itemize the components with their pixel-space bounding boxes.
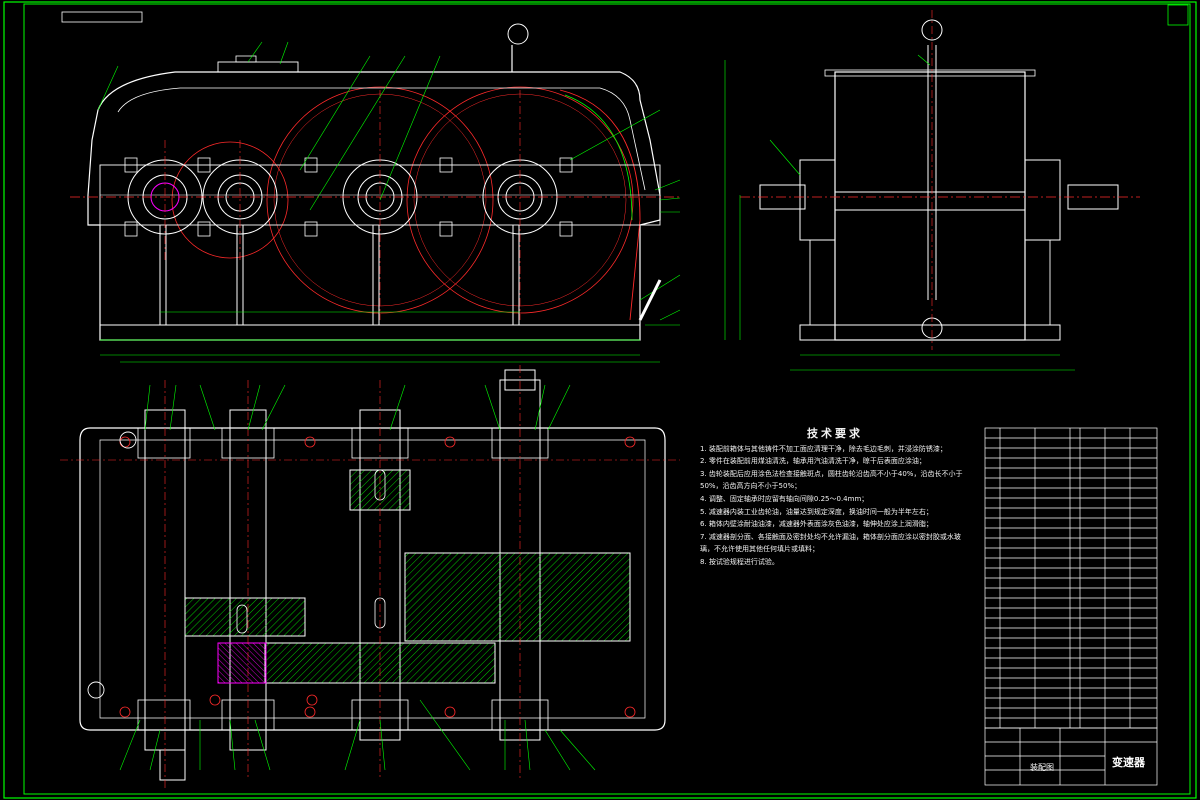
note-4: 4. 调整、固定轴承时应留有轴向间隙0.25～0.4mm； — [700, 494, 869, 503]
inner-frame — [23, 3, 1191, 795]
outer-frame — [3, 1, 1197, 799]
title-block — [984, 727, 1158, 786]
front-view — [70, 23, 681, 363]
technical-requirements: 技术要求 1. 装配前箱体与其他铸件不加工面应清理干净，除去毛边毛刺，并浸涂防锈… — [700, 427, 970, 569]
material-label: 装配图 — [1030, 763, 1054, 772]
note-3: 3. 齿轮装配后应用涂色法检查接触斑点，圆柱齿轮沿齿高不小于40%，沿齿长不小于… — [700, 469, 963, 491]
side-view — [724, 10, 1140, 371]
label-box — [61, 11, 143, 23]
note-7: 7. 减速器剖分面、各接触面及密封处均不允许漏油，箱体剖分面应涂以密封胶或水玻璃… — [700, 532, 961, 554]
corner-box — [1167, 4, 1189, 26]
note-8: 8. 按试验规程进行试验。 — [700, 557, 779, 566]
notes-title: 技术要求 — [807, 427, 863, 440]
top-view — [60, 365, 680, 790]
drawing-name: 变速器 — [1112, 756, 1145, 769]
note-1: 1. 装配前箱体与其他铸件不加工面应清理干净，除去毛边毛刺，并浸涂防锈漆； — [700, 444, 947, 453]
note-2: 2. 零件在装配前用煤油清洗，轴承用汽油清洗干净，晾干后表面应涂油； — [700, 457, 926, 466]
note-5: 5. 减速器内装工业齿轮油，油量达到规定深度，换油时间一般为半年左右； — [700, 507, 933, 516]
parts-list — [984, 427, 1158, 729]
note-6: 6. 箱体内壁涂耐油油漆，减速器外表面涂灰色油漆，轴伸处应涂上润滑脂； — [700, 520, 933, 529]
